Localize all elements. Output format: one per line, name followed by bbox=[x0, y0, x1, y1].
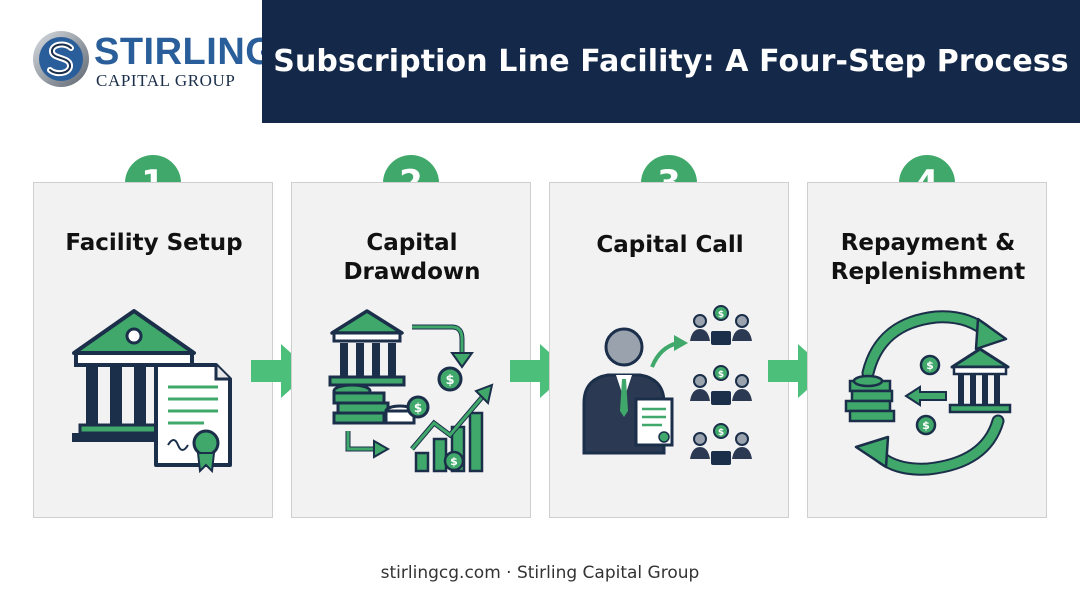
repayment-cycle-icon: $ $ bbox=[844, 310, 1012, 476]
stirling-s-globe-icon bbox=[33, 31, 89, 87]
investor-group-1: $ bbox=[690, 305, 752, 345]
step-title-2: Capital Drawdown bbox=[292, 229, 532, 287]
svg-text:$: $ bbox=[718, 370, 724, 380]
step-title-1: Facility Setup bbox=[65, 230, 243, 256]
step-title-4-line-1: Repayment & bbox=[840, 230, 1016, 256]
svg-text:$: $ bbox=[445, 373, 454, 388]
svg-text:$: $ bbox=[450, 455, 458, 468]
svg-text:$: $ bbox=[718, 428, 724, 438]
step-title-4: Repayment & Replenishment bbox=[808, 229, 1048, 287]
svg-text:$: $ bbox=[414, 401, 422, 415]
bank-money-growth-icon: $ $ $ bbox=[328, 309, 494, 473]
step-title-2-line-2: Drawdown bbox=[343, 259, 481, 285]
investor-group-3: $ bbox=[690, 423, 752, 465]
svg-text:$: $ bbox=[718, 310, 724, 320]
footer-text: stirlingcg.com · Stirling Capital Group bbox=[380, 563, 700, 583]
svg-text:$: $ bbox=[922, 419, 930, 432]
page-title: Subscription Line Facility: A Four-Step … bbox=[273, 44, 1069, 79]
bank-contract-icon bbox=[72, 309, 232, 474]
title-bar: Subscription Line Facility: A Four-Step … bbox=[262, 0, 1080, 123]
step-card-4: Repayment & Replenishment $ $ bbox=[807, 182, 1047, 518]
brand-subtitle: CAPITAL GROUP bbox=[96, 71, 236, 90]
brand-name: STIRLING bbox=[94, 31, 276, 73]
investor-group-2: $ bbox=[690, 365, 752, 405]
step-title-3: Capital Call bbox=[596, 232, 744, 258]
step-title-4-line-2: Replenishment bbox=[830, 259, 1026, 285]
manager-investors-icon: $ $ $ bbox=[582, 305, 752, 465]
step-card-2: Capital Drawdown $ $ bbox=[291, 182, 531, 518]
step-card-1: Facility Setup bbox=[33, 182, 273, 518]
step-title-2-line-1: Capital bbox=[366, 230, 458, 256]
svg-text:$: $ bbox=[926, 359, 934, 372]
step-card-3: Capital Call $ $ bbox=[549, 182, 789, 518]
brand-logo: STIRLING CAPITAL GROUP bbox=[32, 30, 275, 92]
